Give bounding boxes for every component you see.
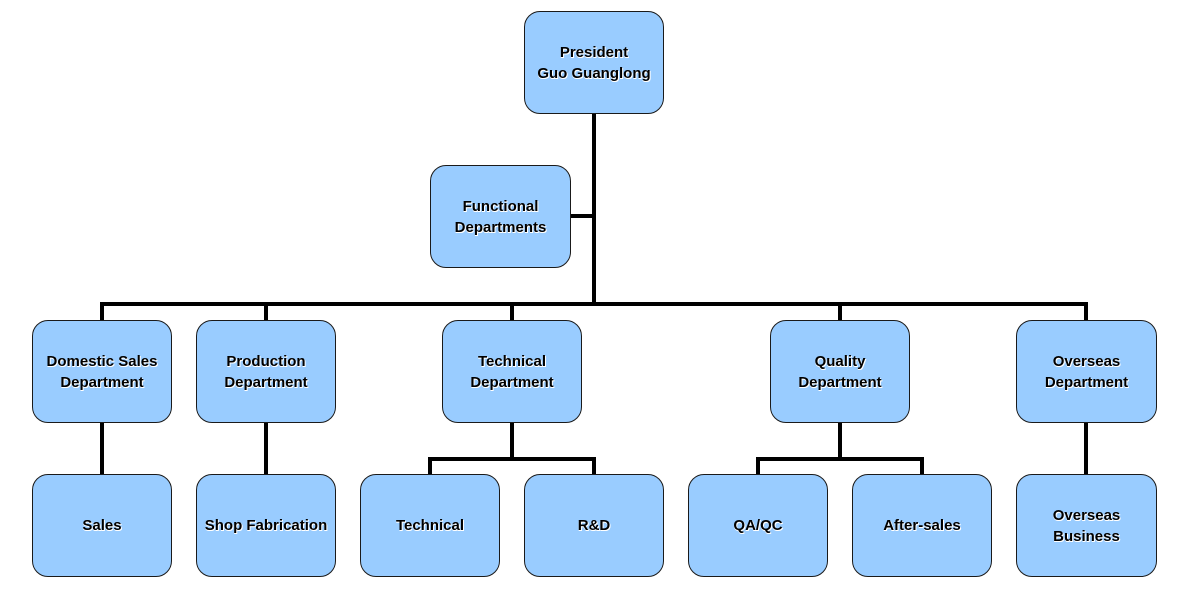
node-qaqc-label: QA/QC xyxy=(733,517,783,534)
node-after-sales: After-sales xyxy=(852,474,992,577)
node-functional-departments: Functional Departments xyxy=(430,165,571,268)
node-president-label: President Guo Guanglong xyxy=(537,43,651,82)
node-overseas-business: Overseas Business xyxy=(1016,474,1157,577)
node-technical-department-label: Technical Department xyxy=(470,352,554,391)
node-shop-fabrication-label: Shop Fabrication xyxy=(204,517,328,534)
node-technical-label: Technical xyxy=(395,517,465,534)
node-after-sales-label: After-sales xyxy=(883,517,961,534)
node-production-department: Production Department xyxy=(196,320,336,423)
node-domestic-sales-department-label: Domestic Sales Department xyxy=(46,352,158,391)
node-quality-department-label: Quality Department xyxy=(798,352,882,391)
node-overseas-department-label: Overseas Department xyxy=(1044,352,1129,391)
node-quality-department: Quality Department xyxy=(770,320,910,423)
node-president: President Guo Guanglong xyxy=(524,11,664,114)
node-shop-fabrication: Shop Fabrication xyxy=(196,474,336,577)
node-qaqc: QA/QC xyxy=(688,474,828,577)
node-sales-label: Sales xyxy=(82,517,122,534)
node-overseas-business-label: Overseas Business xyxy=(1052,506,1121,545)
node-domestic-sales-department: Domestic Sales Department xyxy=(32,320,172,423)
node-functional-departments-label: Functional Departments xyxy=(454,197,547,236)
node-sales: Sales xyxy=(32,474,172,577)
node-production-department-label: Production Department xyxy=(224,352,308,391)
node-rnd: R&D xyxy=(524,474,664,577)
node-technical: Technical xyxy=(360,474,500,577)
node-overseas-department: Overseas Department xyxy=(1016,320,1157,423)
node-rnd-label: R&D xyxy=(577,517,611,534)
node-technical-department: Technical Department xyxy=(442,320,582,423)
